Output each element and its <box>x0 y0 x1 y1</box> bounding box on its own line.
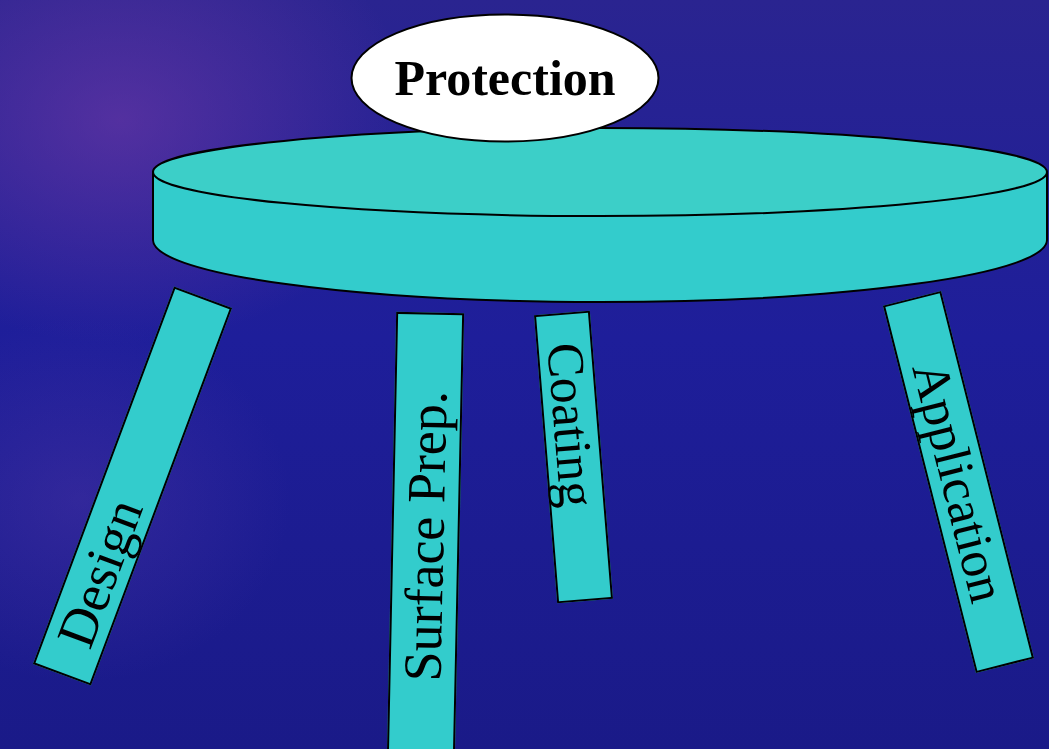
leg-label: Application <box>903 356 1014 607</box>
node-label: Protection <box>394 53 615 103</box>
leg-label: Coating <box>538 341 603 509</box>
leg-label: Design <box>48 492 152 654</box>
ellipse-shape <box>352 15 659 142</box>
leg-label: Surface Prep. <box>395 390 455 682</box>
seat-top <box>153 128 1047 216</box>
protection-ellipse: Protection <box>350 13 660 143</box>
stool-leg: Surface Prep. <box>387 312 464 749</box>
stool-leg: Application <box>883 290 1034 672</box>
stool-leg: Coating <box>534 311 613 604</box>
stool-leg: Design <box>33 286 232 685</box>
